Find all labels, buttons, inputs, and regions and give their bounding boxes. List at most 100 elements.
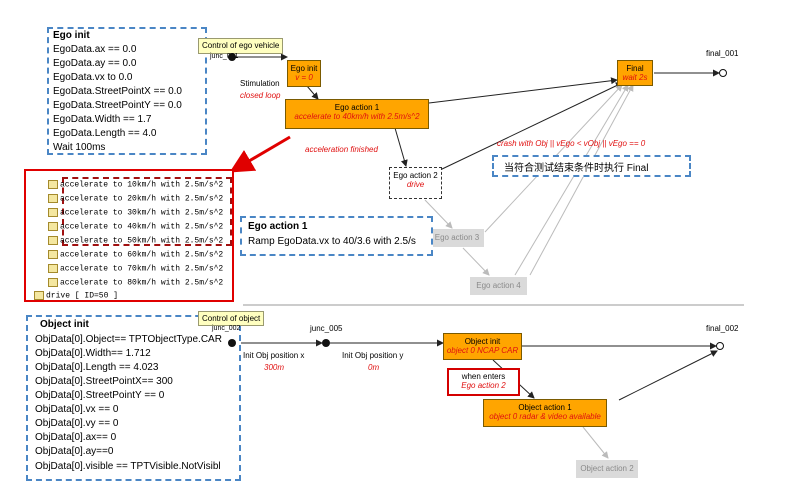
tree-item[interactable]: drive [ ID=50 ] xyxy=(34,291,118,301)
init-pos-y-value: 0m xyxy=(368,363,380,372)
object-init-state-sub: object 0 NCAP CAR xyxy=(446,346,519,355)
tree-item[interactable]: accelerate to 20km/h with 2.5m/s^2 xyxy=(48,194,223,204)
red-pointer-arrow xyxy=(229,135,291,173)
object-init-line: ObjData[0].StreetPointX== 300 xyxy=(35,376,173,387)
ego-init-line: EgoData.Width == 1.7 xyxy=(53,114,152,125)
control-object-note: Control of object xyxy=(198,311,265,326)
object-init-box: Object init ObjData[0].Object== TPTObjec… xyxy=(26,315,241,481)
init-pos-y-label: Init Obj position y xyxy=(342,351,404,360)
final-002-node[interactable] xyxy=(716,342,724,350)
tree-item[interactable]: accelerate to 70km/h with 2.5m/s^2 xyxy=(48,264,223,274)
object-init-line: ObjData[0].StreetPointY == 0 xyxy=(35,390,165,401)
action-icon xyxy=(48,236,58,245)
tree-highlight xyxy=(62,177,232,246)
tree-item[interactable]: accelerate to 40km/h with 2.5m/s^2 xyxy=(48,222,223,232)
object-init-line: ObjData[0].Length == 4.023 xyxy=(35,362,159,373)
junction-001-node[interactable] xyxy=(228,53,236,61)
ego-action-box-title: Ego action 1 xyxy=(248,221,308,232)
final-state[interactable]: Final wait 2s xyxy=(617,60,653,86)
action-icon xyxy=(48,264,58,273)
ego-action1-state[interactable]: Ego action 1 accelerate to 40km/h with 2… xyxy=(285,99,429,129)
junction-002-label: junc_002 xyxy=(212,325,241,332)
object-action1-state[interactable]: Object action 1 object 0 radar & video a… xyxy=(483,399,607,427)
final-state-title: Final xyxy=(626,64,644,73)
object-init-line: ObjData[0].vx == 0 xyxy=(35,404,119,415)
tree-item[interactable]: accelerate to 60km/h with 2.5m/s^2 xyxy=(48,250,223,260)
junction-002-node[interactable] xyxy=(228,339,236,347)
action-icon xyxy=(48,194,58,203)
action-icon xyxy=(34,291,44,300)
object-action2-state-title: Object action 2 xyxy=(580,464,634,473)
ego-action2-state-title: Ego action 2 xyxy=(393,171,438,180)
ego-action-box: Ego action 1 Ramp EgoData.vx to 40/3.6 w… xyxy=(240,216,433,256)
junction-001-label: junc_001 xyxy=(210,53,239,60)
ego-init-line: EgoData.StreetPointX == 0.0 xyxy=(53,86,182,97)
acceleration-finished-label: acceleration finished xyxy=(305,145,378,154)
connector-action4-to-final xyxy=(514,84,629,276)
final-note-text: 当符合测试结束条件时执行 Final xyxy=(504,163,649,174)
ego-init-state[interactable]: Ego init v = 0 xyxy=(287,60,321,87)
object-init-line: ObjData[0].vy == 0 xyxy=(35,418,119,429)
object-init-line: ObjData[0].ay==0 xyxy=(35,446,114,457)
connector-final-loop xyxy=(529,84,634,276)
final-state-sub: wait 2s xyxy=(622,73,648,82)
object-action2-state[interactable]: Object action 2 xyxy=(576,460,638,478)
stimulation-label: Stimulation xyxy=(240,79,280,88)
connector-action1-to-final xyxy=(428,77,618,104)
action-tree-panel: accelerate to 10km/h with 2.5m/s^2 accel… xyxy=(24,169,234,302)
junction-005-label: junc_005 xyxy=(310,324,343,333)
object-init-title: Object init xyxy=(40,319,89,330)
connector-action1-to-action2 xyxy=(394,127,408,167)
object-action1-state-sub: object 0 radar & video available xyxy=(489,412,601,421)
tree-item[interactable]: accelerate to 10km/h with 2.5m/s^2 xyxy=(48,180,223,190)
control-ego-note: Control of ego vehicle xyxy=(198,38,284,54)
action-icon xyxy=(48,180,58,189)
ego-init-line: EgoData.vx to 0.0 xyxy=(53,72,133,83)
action-icon xyxy=(48,278,58,287)
closed-loop-label: closed loop xyxy=(240,91,281,100)
junction-005-node[interactable] xyxy=(322,339,330,347)
final-001-label: final_001 xyxy=(706,49,739,58)
ego-init-state-title: Ego init xyxy=(290,64,318,73)
object-init-line: ObjData[0].Width== 1.712 xyxy=(35,348,151,359)
ego-init-line: Wait 100ms xyxy=(53,142,106,153)
crash-condition-label: crash with Obj || vEgo < vObj || vEgo ==… xyxy=(497,139,646,148)
object-init-state-title: Object init xyxy=(464,337,501,346)
ego-action2-state-sub: drive xyxy=(406,180,425,189)
ego-action3-state-title: Ego action 3 xyxy=(434,233,480,242)
ego-init-box: Ego init EgoData.ax == 0.0 EgoData.ay ==… xyxy=(47,27,207,155)
action-icon xyxy=(48,208,58,217)
ego-action4-state[interactable]: Ego action 4 xyxy=(470,277,527,295)
when-enters-label: when enters xyxy=(461,372,506,381)
connector-action1-to-final002 xyxy=(618,350,718,401)
action-icon xyxy=(48,250,58,259)
ego-init-state-sub: v = 0 xyxy=(295,73,313,82)
init-pos-x-value: 300m xyxy=(264,363,285,372)
object-init-line: ObjData[0].Object== TPTObjectType.CAR xyxy=(35,334,222,345)
ego-init-line: EgoData.StreetPointY == 0.0 xyxy=(53,100,182,111)
tree-item[interactable]: accelerate to 50km/h with 2.5m/s^2 xyxy=(48,236,223,246)
final-note-box: 当符合测试结束条件时执行 Final xyxy=(492,155,691,177)
ego-init-title: Ego init xyxy=(53,30,90,41)
object-init-line: ObjData[0].ax== 0 xyxy=(35,432,117,443)
ego-action-box-text: Ramp EgoData.vx to 40/3.6 with 2.5/s xyxy=(248,236,416,247)
when-enters-box: when enters Ego action 2 xyxy=(447,368,520,396)
connector-action1-to-action2 xyxy=(582,426,609,459)
connector-ego-init-to-action1 xyxy=(306,85,319,100)
connector-action2-to-final xyxy=(439,82,623,171)
ego-action1-state-title: Ego action 1 xyxy=(334,103,380,112)
ego-init-line: EgoData.ay == 0.0 xyxy=(53,58,137,69)
ego-action1-state-sub: accelerate to 40km/h with 2.5m/s^2 xyxy=(294,112,420,121)
tree-item[interactable]: accelerate to 80km/h with 2.5m/s^2 xyxy=(48,278,223,288)
ego-action3-state[interactable]: Ego action 3 xyxy=(430,229,484,247)
object-action1-state-title: Object action 1 xyxy=(518,403,572,412)
tree-item[interactable]: accelerate to 30km/h with 2.5m/s^2 xyxy=(48,208,223,218)
object-init-line: ObjData[0].visible == TPTVisible.NotVisi… xyxy=(35,461,221,472)
object-init-state[interactable]: Object init object 0 NCAP CAR xyxy=(443,333,522,360)
action-icon xyxy=(48,222,58,231)
final-002-label: final_002 xyxy=(706,324,739,333)
connector-action2-to-action3 xyxy=(424,199,453,229)
final-001-node[interactable] xyxy=(719,69,727,77)
ego-action2-state[interactable]: Ego action 2 drive xyxy=(389,167,442,199)
